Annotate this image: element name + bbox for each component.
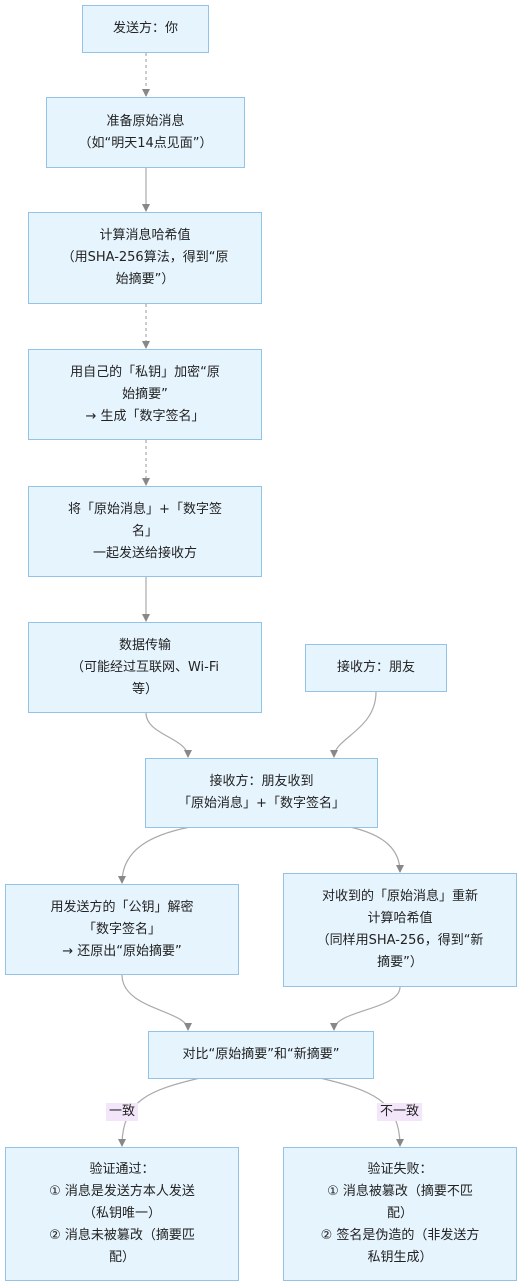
node-compute-hash-text: 计算消息哈希值 （用SHA-256算法，得到“原 始摘要”） bbox=[61, 228, 229, 287]
node-verify-success-text: 验证通过： ① 消息是发送方本人发送 （私钥唯一） ② 消息未被篡改（摘要匹 配… bbox=[49, 1162, 195, 1265]
node-receiver: 接收方：朋友 bbox=[305, 644, 447, 692]
node-send-together-text: 将「原始消息」+「数字签 名」 一起发送给接收方 bbox=[68, 501, 222, 561]
node-compute-hash: 计算消息哈希值 （用SHA-256算法，得到“原 始摘要”） bbox=[28, 212, 262, 304]
node-data-transmission: 数据传输 （可能经过互联网、Wi-Fi 等） bbox=[28, 622, 262, 713]
node-sender-text: 发送方：你 bbox=[112, 21, 178, 36]
node-compare-digests: 对比“原始摘要”和“新摘要” bbox=[148, 1031, 374, 1079]
node-prepare-message-text: 准备原始消息 （如“明天14点见面”） bbox=[78, 113, 213, 151]
node-rehash-message: 对收到的「原始消息」重新 计算哈希值 （同样用SHA-256，得到“新 摘要”） bbox=[283, 873, 517, 987]
edge-received-decrypt bbox=[118, 826, 191, 884]
node-decrypt-signature: 用发送方的「公钥」解密 「数字签名」 → 还原出“原始摘要” bbox=[5, 884, 239, 975]
node-encrypt-digest-text: 用自己的「私钥」加密“原 始摘要” → 生成「数字签名」 bbox=[70, 364, 220, 424]
node-verify-fail-text: 验证失败： ① 消息被篡改（摘要不匹 配） ② 签名是伪造的（非发送方 私钥生成… bbox=[320, 1162, 480, 1265]
edge-label-match: 一致 bbox=[106, 1103, 139, 1121]
edge-decrypt-compare bbox=[121, 974, 192, 1031]
edge-receiver-received bbox=[330, 691, 377, 758]
edge-label-mismatch: 不一致 bbox=[377, 1103, 423, 1121]
node-send-together: 将「原始消息」+「数字签 名」 一起发送给接收方 bbox=[28, 486, 262, 577]
edge-compare-success bbox=[118, 1077, 201, 1147]
node-receiver-text: 接收方：朋友 bbox=[336, 660, 415, 675]
edge-received-rehash bbox=[349, 826, 404, 873]
edge-compare-fail bbox=[319, 1077, 404, 1147]
node-sender: 发送方：你 bbox=[82, 5, 209, 53]
edge-transmit-received bbox=[145, 712, 192, 758]
node-encrypt-digest: 用自己的「私钥」加密“原 始摘要” → 生成「数字签名」 bbox=[28, 349, 262, 440]
node-receiver-received: 接收方：朋友收到 「原始消息」+「数字签名」 bbox=[145, 758, 378, 828]
node-prepare-message: 准备原始消息 （如“明天14点见面”） bbox=[46, 97, 245, 168]
node-data-transmission-text: 数据传输 （可能经过互联网、Wi-Fi 等） bbox=[70, 637, 219, 697]
edge-rehash-compare bbox=[330, 986, 401, 1031]
node-receiver-received-text: 接收方：朋友收到 「原始消息」+「数字签名」 bbox=[178, 774, 345, 811]
node-rehash-message-text: 对收到的「原始消息」重新 计算哈希值 （同样用SHA-256，得到“新 摘要”） bbox=[316, 889, 484, 970]
node-decrypt-signature-text: 用发送方的「公钥」解密 「数字签名」 → 还原出“原始摘要” bbox=[50, 899, 194, 959]
node-verify-fail: 验证失败： ① 消息被篡改（摘要不匹 配） ② 签名是伪造的（非发送方 私钥生成… bbox=[283, 1147, 517, 1281]
node-verify-success: 验证通过： ① 消息是发送方本人发送 （私钥唯一） ② 消息未被篡改（摘要匹 配… bbox=[5, 1147, 239, 1281]
node-compare-digests-text: 对比“原始摘要”和“新摘要” bbox=[182, 1047, 340, 1062]
